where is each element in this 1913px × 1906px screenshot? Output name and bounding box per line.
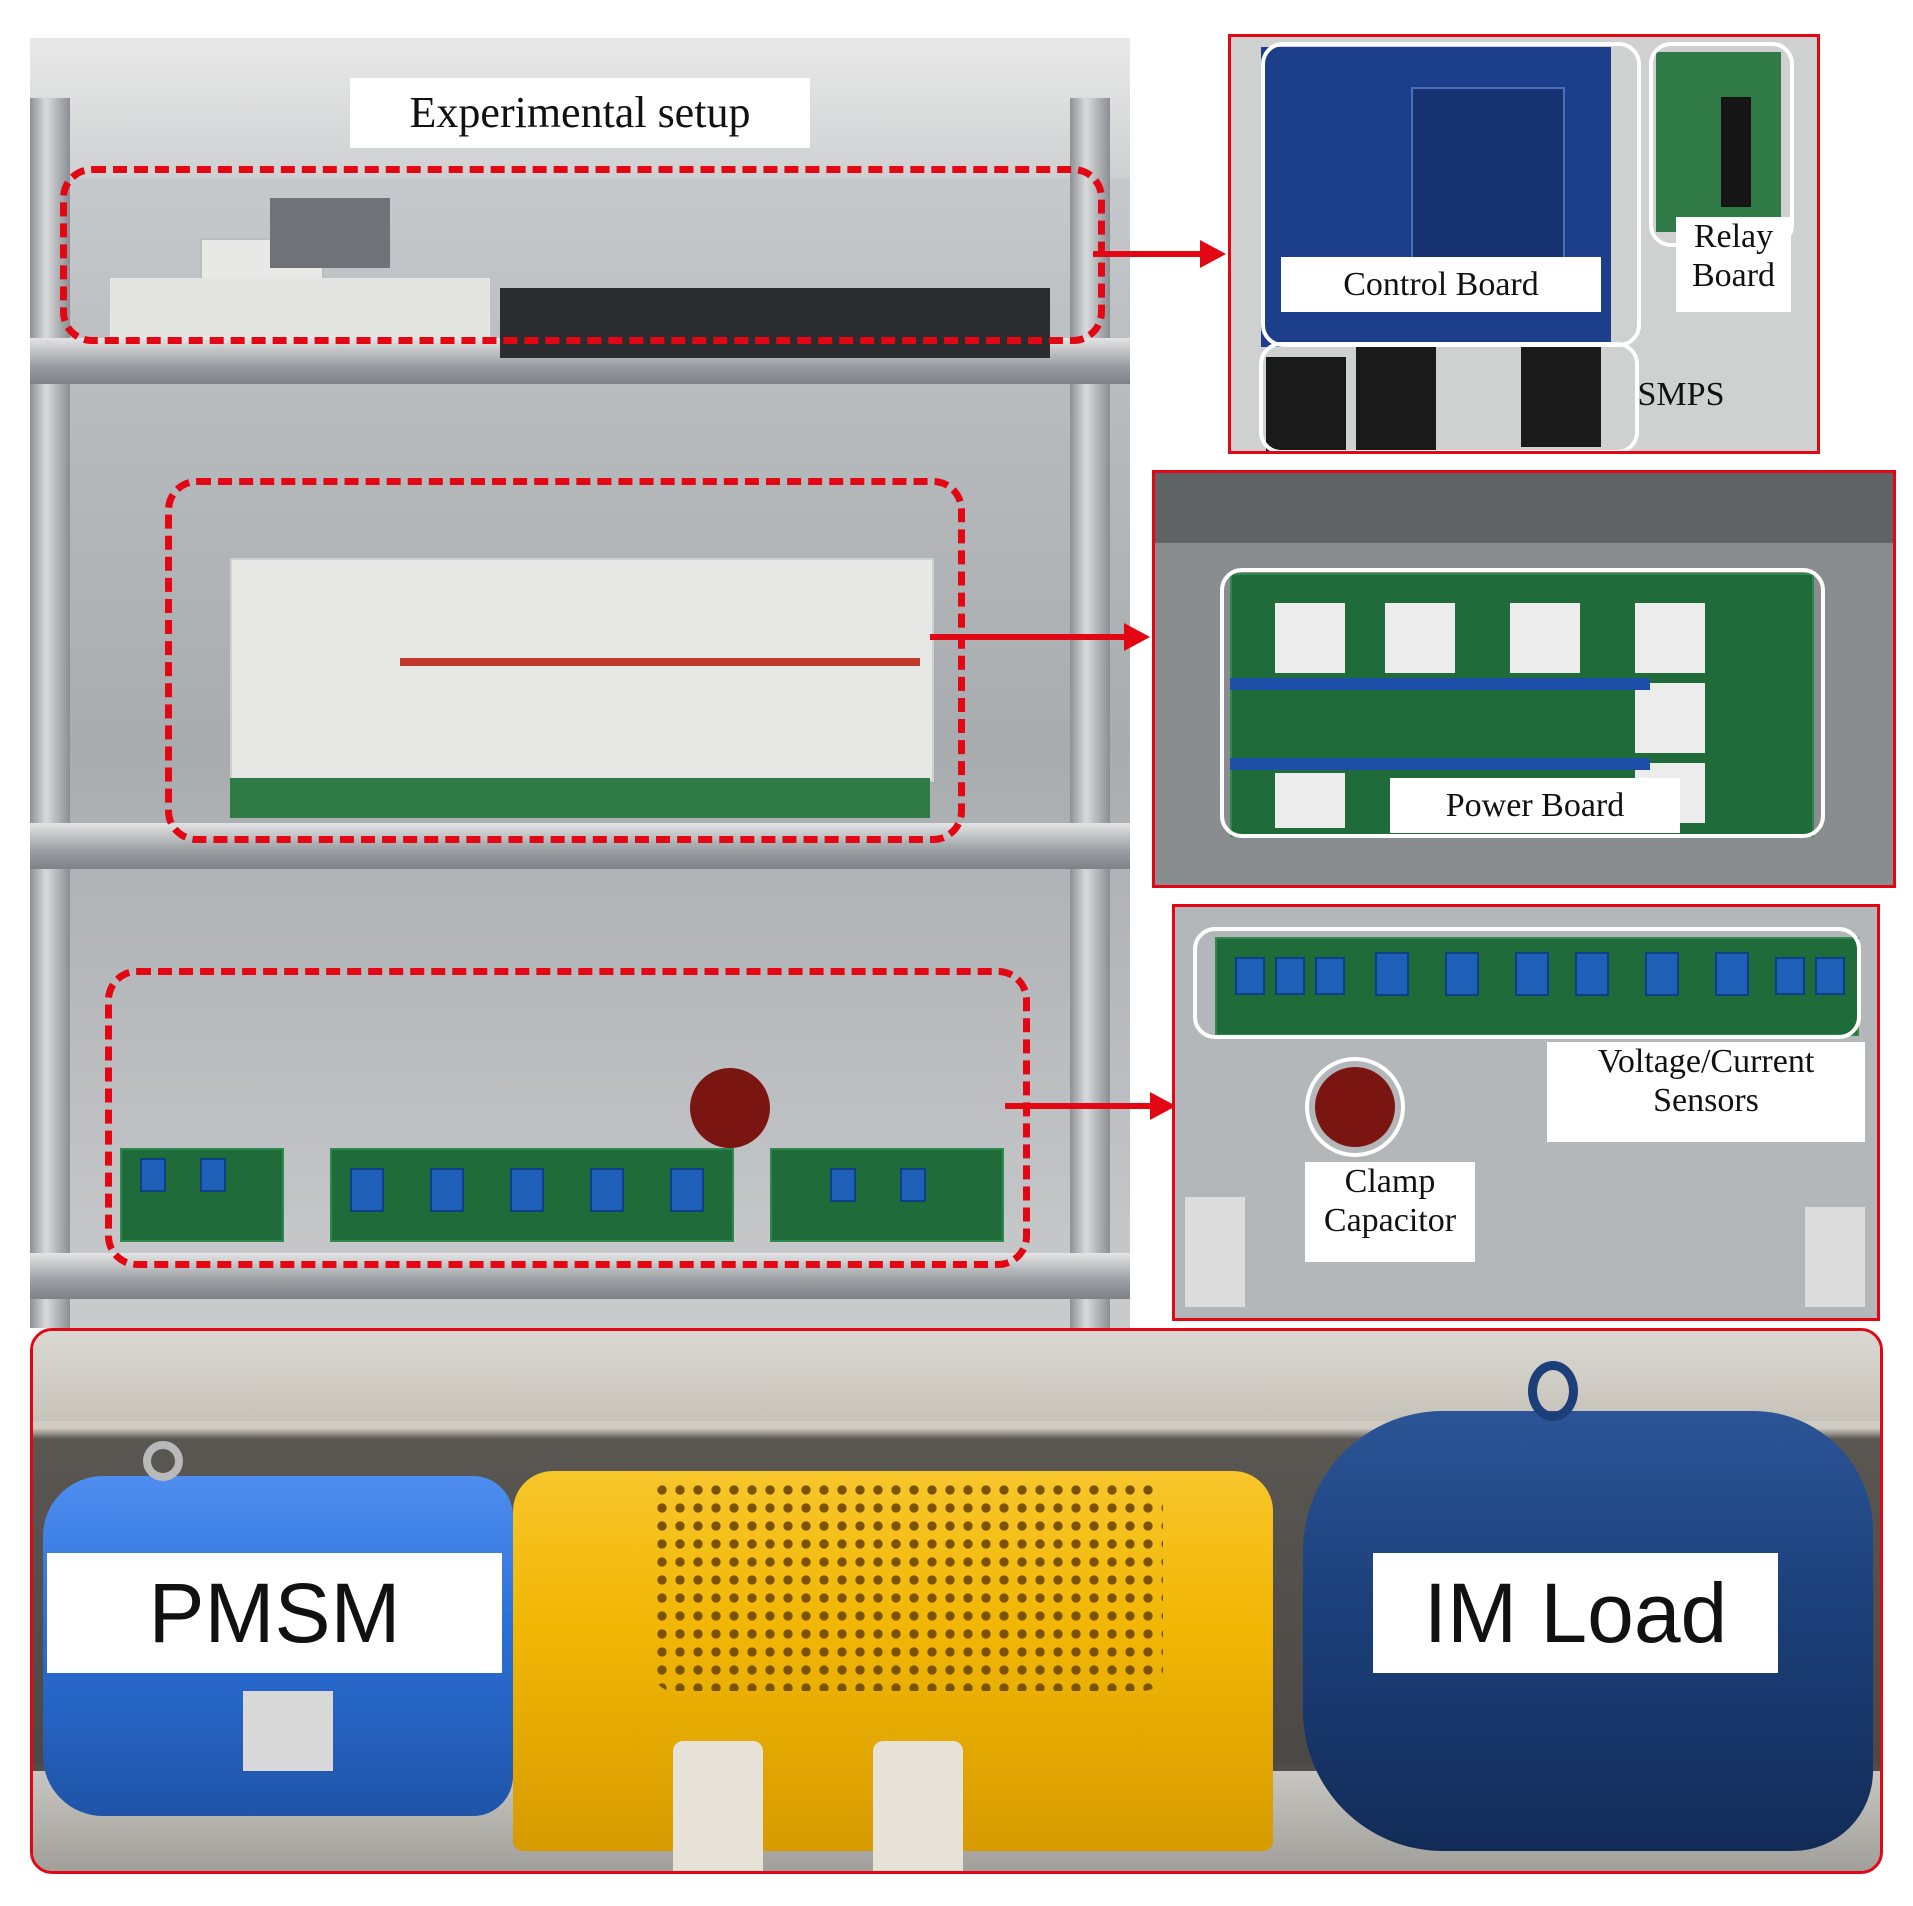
sensor-inset-8	[1645, 952, 1679, 996]
arrow-control-head	[1200, 240, 1226, 268]
dashed-box-sensors	[105, 968, 1030, 1268]
smps-unit-2	[1356, 347, 1436, 451]
label-im-load: IM Load	[1373, 1553, 1778, 1673]
sensor-inset-4	[1375, 952, 1409, 996]
power-module-5	[1635, 683, 1705, 753]
sensor-pcb-3	[770, 1148, 1004, 1242]
sensor-inset-6	[1515, 952, 1549, 996]
coupling-foot-right	[873, 1741, 963, 1871]
label-pmsm: PMSM	[47, 1553, 502, 1673]
rack-photo: Experimental setup	[30, 38, 1130, 1328]
power-module-4	[1635, 603, 1705, 673]
label-smps: SMPS	[1637, 376, 1725, 413]
power-busbar-2	[1230, 758, 1650, 770]
sensor-inset-11	[1815, 957, 1845, 995]
sensor-blue-2	[200, 1158, 226, 1192]
arrow-control-line	[1093, 251, 1203, 257]
pmsm-nameplate	[243, 1691, 333, 1771]
sensor-blue-7	[670, 1168, 704, 1212]
power-top-area	[1155, 473, 1893, 543]
sensor-inset-9	[1715, 952, 1749, 996]
motor-bench-photo: PMSM IM Load	[30, 1328, 1883, 1874]
coupling-vent-grid	[653, 1481, 1163, 1691]
smps-outline	[1259, 342, 1639, 451]
arrow-sensors-head	[1150, 1092, 1176, 1120]
dashed-box-power	[165, 478, 965, 843]
driver-pcb-strip	[230, 778, 930, 818]
power-module-3	[1510, 603, 1580, 673]
control-board-chip	[1411, 87, 1565, 261]
power-board-outline	[1220, 568, 1825, 838]
sensor-inset-5	[1445, 952, 1479, 996]
power-module-2	[1385, 603, 1455, 673]
smps-unit-3	[1521, 347, 1601, 447]
label-voltage-current-sensors: Voltage/Current Sensors	[1547, 1042, 1865, 1142]
im-lifting-eye	[1528, 1361, 1578, 1421]
sensor-blue-5	[510, 1168, 544, 1212]
power-module-1	[1275, 603, 1345, 673]
sensor-blue-1	[140, 1158, 166, 1192]
label-power-board: Power Board	[1390, 778, 1680, 833]
sensor-blue-6	[590, 1168, 624, 1212]
control-tray	[110, 278, 490, 338]
sensor-blue-3	[350, 1168, 384, 1212]
main-title: Experimental setup	[350, 78, 810, 148]
power-module-block	[230, 558, 934, 782]
sensor-inset-7	[1575, 952, 1609, 996]
label-clamp-line1: Clamp	[1344, 1163, 1436, 1200]
heatsink	[270, 198, 390, 268]
rack-shelf-bottom	[30, 1253, 1130, 1299]
busbar	[400, 658, 920, 666]
label-vc-line1: Voltage/Current	[1597, 1043, 1815, 1080]
control-unit	[500, 288, 1050, 358]
sensor-inset-3	[1315, 957, 1345, 995]
arrow-power-line	[930, 634, 1126, 640]
sensor-inset-2	[1275, 957, 1305, 995]
label-clamp-capacitor: Clamp Capacitor	[1305, 1162, 1475, 1262]
arrow-power-head	[1124, 623, 1150, 651]
inset-power: Power Board	[1152, 470, 1896, 888]
label-control-board: Control Board	[1281, 257, 1601, 312]
label-relay-board-line1: Relay	[1693, 218, 1774, 255]
arrow-sensors-line	[1005, 1103, 1153, 1109]
clamp-capacitor-outline	[1305, 1057, 1405, 1157]
breaker-right	[1805, 1207, 1865, 1307]
sensors-outline	[1193, 927, 1861, 1039]
power-module-7	[1275, 773, 1345, 828]
relay-board-pcb	[1656, 52, 1781, 232]
pmsm-lifting-eye	[143, 1441, 183, 1481]
sensor-blue-4	[430, 1168, 464, 1212]
label-relay-board: Relay Board	[1676, 217, 1791, 312]
power-busbar-1	[1230, 678, 1650, 690]
clamp-capacitor	[690, 1068, 770, 1148]
label-vc-line2: Sensors	[1653, 1082, 1759, 1120]
label-relay-board-line2: Board	[1691, 257, 1776, 295]
coupling-foot-left	[673, 1741, 763, 1871]
sensor-blue-9	[900, 1168, 926, 1202]
bench-wall	[33, 1331, 1880, 1421]
breaker-left	[1185, 1197, 1245, 1307]
sensor-blue-8	[830, 1168, 856, 1202]
label-clamp-line2: Capacitor	[1323, 1202, 1457, 1240]
inset-sensors: Voltage/Current Sensors Clamp Capacitor	[1172, 904, 1880, 1321]
inset-control: Control Board Relay Board SMPS	[1228, 34, 1820, 454]
relay-components	[1721, 97, 1751, 207]
sensor-inset-10	[1775, 957, 1805, 995]
sensor-inset-1	[1235, 957, 1265, 995]
dashed-box-control	[60, 166, 1105, 344]
